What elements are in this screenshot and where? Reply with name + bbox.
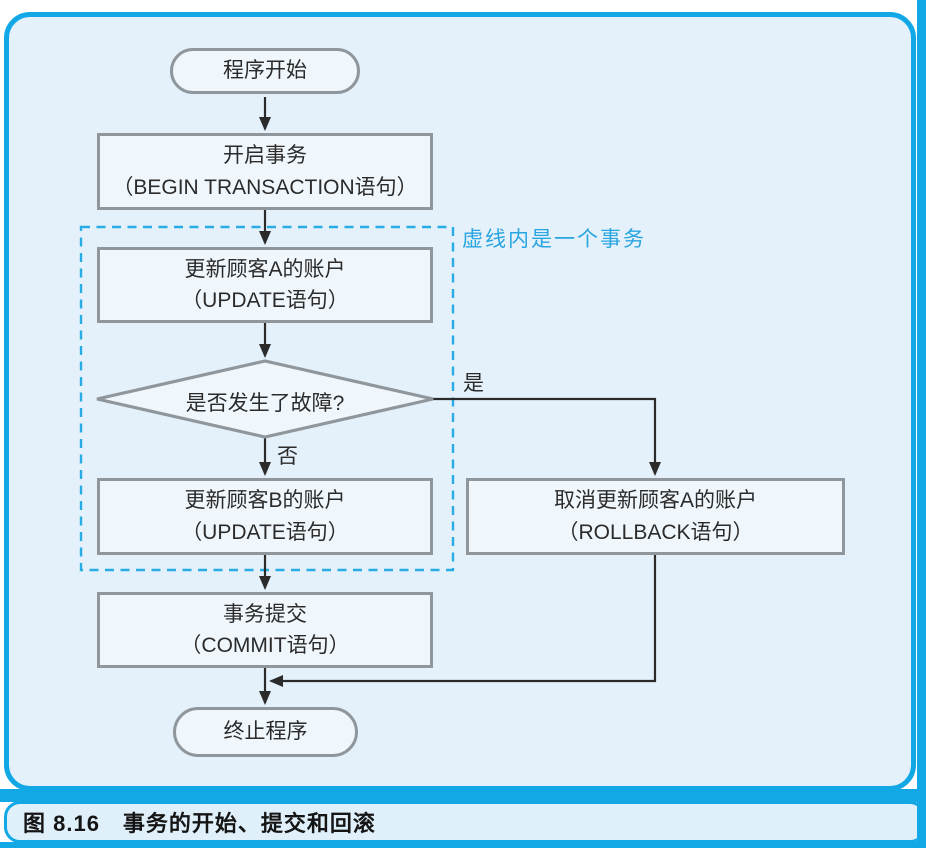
node-update-b: 更新顾客B的账户 （UPDATE语句） [97, 478, 433, 555]
node-commit-line1: 事务提交 [223, 602, 307, 626]
node-update-b-line1: 更新顾客B的账户 [184, 489, 346, 512]
node-end: 终止程序 [173, 707, 358, 757]
node-begin-line2: （BEGIN TRANSACTION语句） [112, 175, 418, 199]
node-update-a-line1: 更新顾客A的账户 [184, 257, 346, 281]
decision-label: 是否发生了故障? [185, 392, 345, 415]
node-start: 程序开始 [170, 48, 360, 94]
figure-caption: 图 8.16 事务的开始、提交和回滚 [23, 811, 376, 836]
node-update-b-line2: （UPDATE语句） [181, 520, 349, 544]
node-commit: 事务提交 （COMMIT语句） [97, 592, 433, 668]
edge-label-no: 否 [277, 445, 298, 468]
frame-band [0, 789, 926, 802]
node-commit-line2: （COMMIT语句） [180, 634, 350, 657]
node-rollback-line2: （ROLLBACK语句） [557, 520, 754, 544]
node-begin-line1: 开启事务 [223, 144, 307, 167]
caption-bar: 图 8.16 事务的开始、提交和回滚 [4, 801, 926, 843]
transaction-annotation: 虚线内是一个事务 [462, 228, 646, 251]
node-update-a: 更新顾客A的账户 （UPDATE语句） [97, 247, 433, 323]
node-rollback: 取消更新顾客A的账户 （ROLLBACK语句） [466, 478, 845, 555]
node-start-label: 程序开始 [223, 59, 307, 83]
frame-bottom-strip [0, 842, 926, 848]
node-update-a-line2: （UPDATE语句） [181, 289, 349, 312]
node-end-label: 终止程序 [223, 720, 308, 744]
node-begin-transaction: 开启事务 （BEGIN TRANSACTION语句） [97, 133, 433, 210]
frame-right-strip [917, 0, 926, 848]
node-rollback-line1: 取消更新顾客A的账户 [553, 489, 757, 512]
edge-label-yes: 是 [463, 372, 484, 395]
